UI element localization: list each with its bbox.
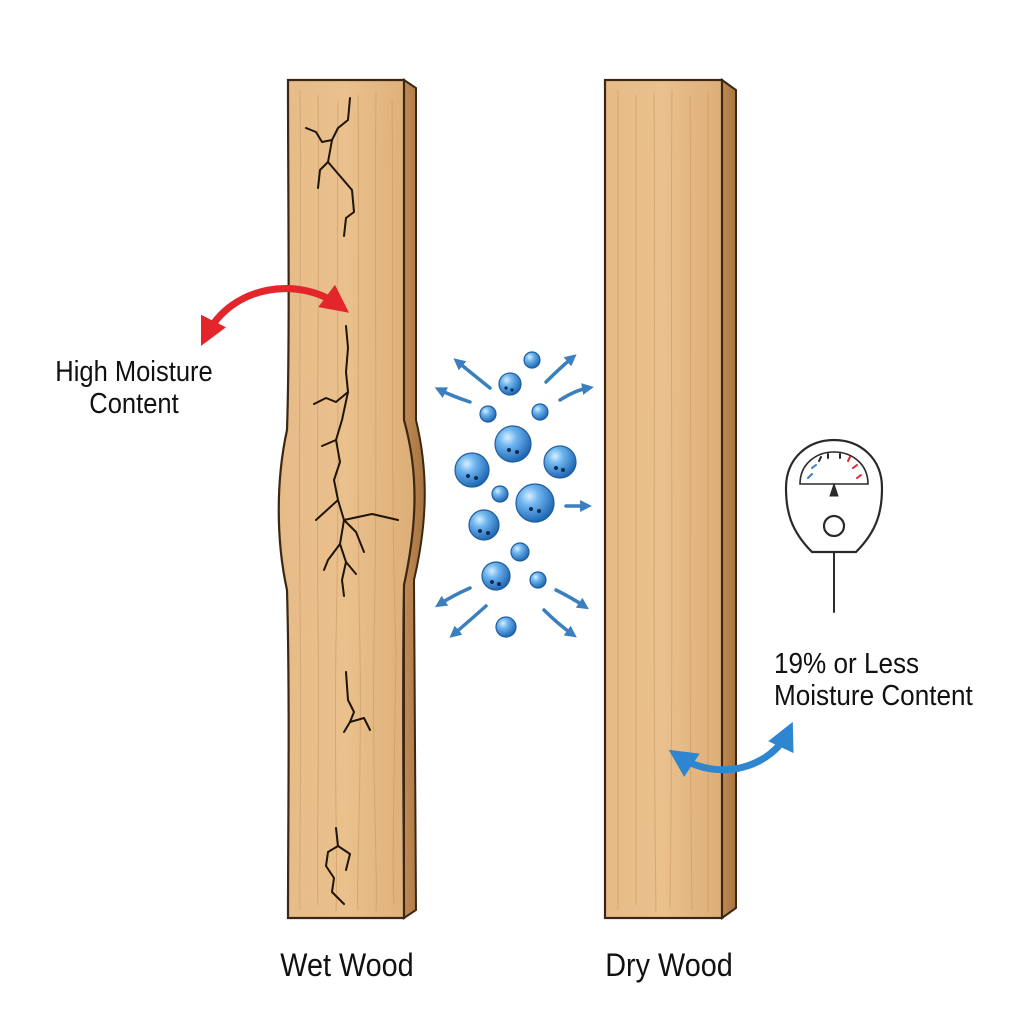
- low-moisture-line-1: 19% or Less: [774, 648, 920, 680]
- red-double-arrow-icon: [200, 284, 349, 347]
- dry-wood-plank: [603, 78, 737, 920]
- high-moisture-label: High Moisture Content: [51, 356, 216, 421]
- water-evaporation: [434, 351, 594, 638]
- moisture-meter-icon: [784, 438, 884, 613]
- low-moisture-label: 19% or Less Moisture Content: [774, 648, 973, 713]
- low-moisture-line-2: Moisture Content: [774, 680, 973, 713]
- dry-wood-label: Dry Wood: [605, 947, 733, 983]
- evaporation-arrow-icon: [434, 354, 594, 638]
- dry-wood-face: [603, 78, 724, 920]
- blue-double-arrow-icon: [668, 721, 794, 777]
- wet-wood-grain: [298, 89, 397, 913]
- wet-wood-label: Wet Wood: [280, 947, 414, 983]
- crack-icon: [305, 97, 399, 905]
- wet-wood-plank: [277, 78, 426, 920]
- water-droplet-icon: [454, 351, 577, 638]
- high-moisture-line-2: Content: [89, 388, 179, 421]
- high-moisture-line-1: High Moisture: [55, 356, 213, 388]
- dry-wood-side: [721, 78, 737, 920]
